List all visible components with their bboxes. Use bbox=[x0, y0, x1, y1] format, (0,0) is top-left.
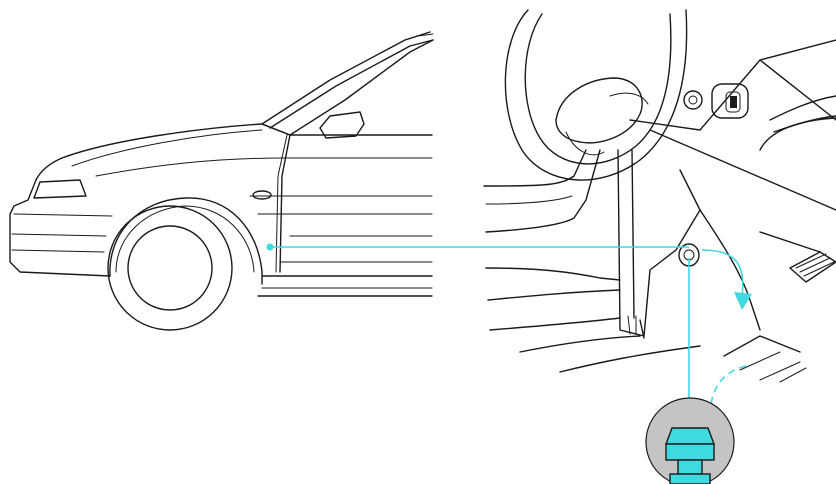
lower-trim bbox=[700, 210, 760, 330]
car-door-front-edge bbox=[280, 135, 290, 272]
obd-connector-icon bbox=[666, 428, 714, 484]
curved-arrow-dashed-icon bbox=[710, 366, 746, 412]
car-hood-line bbox=[72, 130, 262, 166]
curved-arrow-head-icon bbox=[734, 292, 752, 310]
pedal bbox=[760, 232, 836, 282]
ignition-switch bbox=[684, 84, 748, 118]
car-headlight bbox=[34, 180, 86, 198]
car-side-view bbox=[10, 32, 433, 330]
car-front bbox=[10, 180, 110, 276]
dashboard-knee-bolster bbox=[770, 96, 836, 132]
connector-inset bbox=[646, 398, 734, 484]
car-tire bbox=[108, 206, 232, 330]
dashboard-rounded-edge bbox=[760, 118, 836, 150]
car-wheel-arch bbox=[110, 198, 262, 284]
interior-view bbox=[484, 10, 836, 382]
floor-sill-2 bbox=[488, 290, 620, 300]
curved-arrow-icon bbox=[702, 250, 743, 298]
car-windshield bbox=[262, 32, 430, 124]
door-frame-left bbox=[484, 150, 586, 186]
car-mirror bbox=[320, 112, 364, 138]
dashboard-panel bbox=[650, 60, 836, 210]
steering-hub bbox=[556, 78, 642, 143]
car-hood bbox=[36, 124, 262, 180]
car-beltline bbox=[262, 124, 432, 135]
kick-panel-edge bbox=[632, 150, 644, 338]
car-side-marker bbox=[253, 191, 271, 199]
steering-wheel-inner bbox=[525, 14, 671, 164]
floor-mat bbox=[724, 336, 806, 382]
car-a-pillar bbox=[262, 40, 433, 135]
car-bumper-line bbox=[12, 214, 112, 252]
dashboard-lower bbox=[630, 40, 836, 130]
floor-sill bbox=[486, 268, 620, 280]
door-frame-line bbox=[486, 150, 600, 232]
floor-edge bbox=[490, 318, 700, 372]
callout-lines bbox=[267, 244, 753, 423]
kick-panel-slot bbox=[628, 316, 636, 334]
kick-panel bbox=[618, 150, 700, 336]
car-rim bbox=[128, 226, 212, 310]
car-side-crease-1 bbox=[96, 158, 432, 176]
door-frame-line-2 bbox=[486, 196, 572, 204]
